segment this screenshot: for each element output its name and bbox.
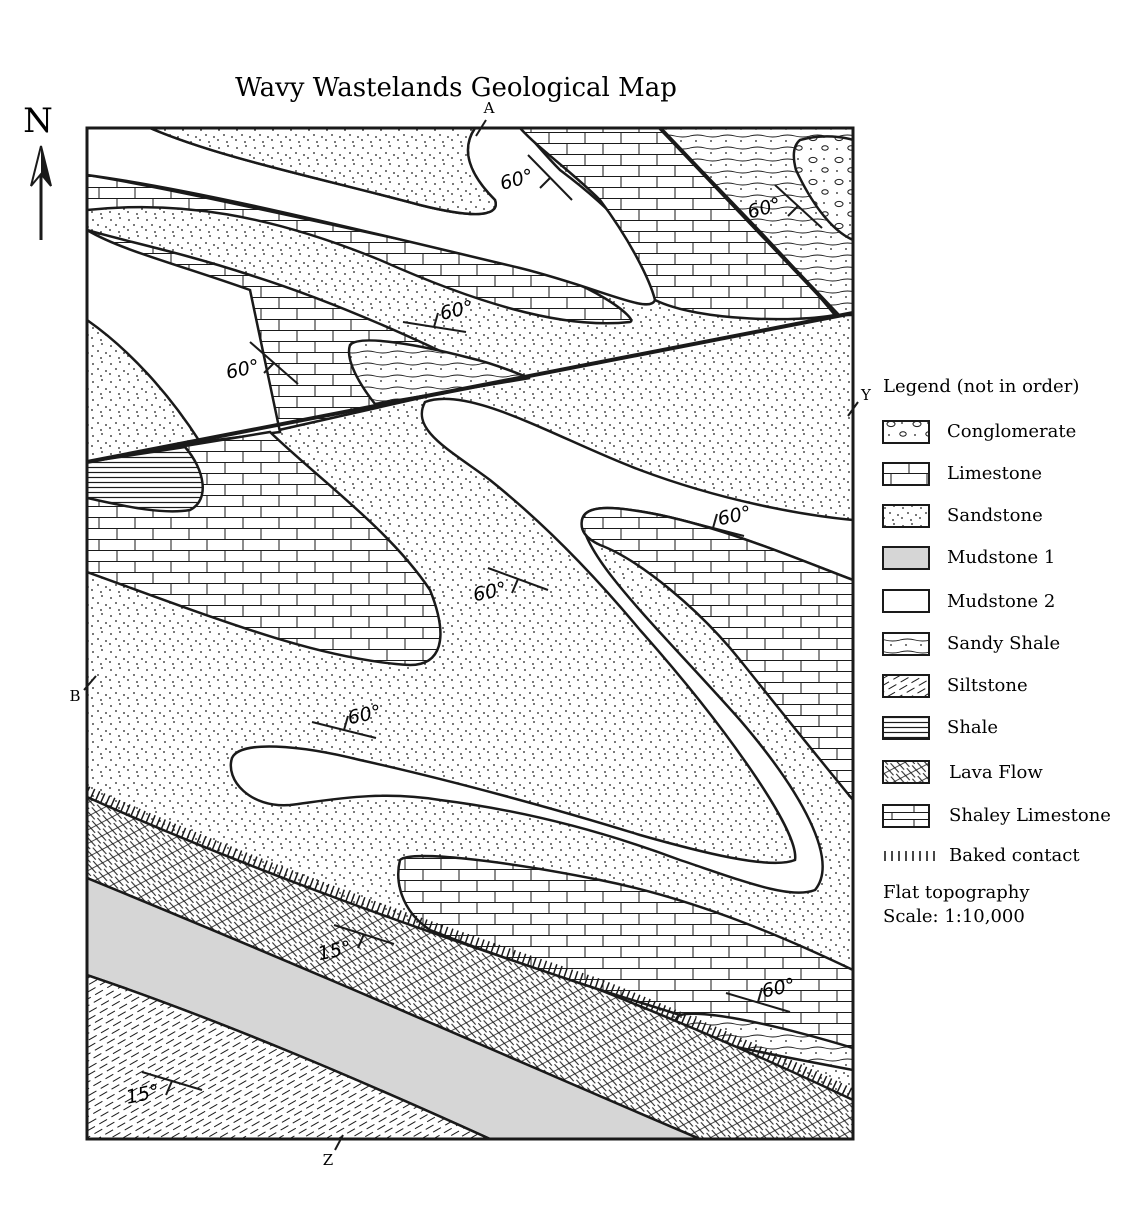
unit-siltstone xyxy=(87,973,491,1139)
legend-label: Mudstone 1 xyxy=(947,547,1055,568)
legend-swatch xyxy=(882,632,930,656)
legend-label: Baked contact xyxy=(949,845,1080,866)
unit-sandy-shale-mid xyxy=(347,339,531,406)
legend-label: Mudstone 2 xyxy=(947,591,1055,612)
unit-sandstone-north-cap xyxy=(149,128,497,216)
dip-symbol: 15° xyxy=(124,1071,203,1109)
legend-item-mudstone1: Mudstone 1 xyxy=(882,546,1055,570)
legend-item-shaley-limestone: Shaley Limestone xyxy=(882,804,1111,828)
legend-label: Sandstone xyxy=(947,505,1043,526)
legend-swatch xyxy=(882,716,930,740)
marker-b-label: B xyxy=(69,687,80,705)
dip-symbol: 60° xyxy=(471,567,549,606)
legend-label: Limestone xyxy=(947,463,1042,484)
contact-ne xyxy=(658,126,840,317)
legend-item-sandstone: Sandstone xyxy=(882,504,1043,528)
legend-title: Legend (not in order) xyxy=(883,376,1079,397)
legend-swatch xyxy=(882,589,930,613)
legend-label: Shale xyxy=(947,717,998,738)
legend-item-sandy-shale: Sandy Shale xyxy=(882,632,1060,656)
legend-swatch xyxy=(882,462,930,486)
topography-note: Flat topography xyxy=(883,882,1030,903)
scale-note: Scale: 1:10,000 xyxy=(883,906,1025,927)
legend-swatch xyxy=(882,546,930,570)
legend-item-shale: Shale xyxy=(882,716,998,740)
marker-z-label: Z xyxy=(323,1151,333,1169)
legend-item-limestone: Limestone xyxy=(882,462,1042,486)
map-title: Wavy Wastelands Geological Map xyxy=(235,73,677,103)
fault-line xyxy=(86,311,854,464)
baked-contact-ticks xyxy=(87,786,853,1099)
legend-item-conglomerate: Conglomerate xyxy=(882,420,1076,444)
map-frame xyxy=(85,126,855,1141)
unit-conglomerate-ne xyxy=(792,135,853,242)
unit-shale-west xyxy=(87,445,204,513)
legend-label: Conglomerate xyxy=(947,421,1076,442)
marker-a-label: A xyxy=(483,99,495,117)
map-body xyxy=(87,128,853,1139)
legend-swatch xyxy=(882,804,930,828)
legend-swatch xyxy=(882,420,930,444)
legend-label: Lava Flow xyxy=(949,762,1043,783)
marker-y-label: Y xyxy=(860,386,872,404)
unit-limestone-north xyxy=(87,173,633,325)
legend-swatch xyxy=(882,504,930,528)
legend-label: Shaley Limestone xyxy=(949,805,1111,826)
legend-label: Sandy Shale xyxy=(947,633,1060,654)
unit-limestone-east xyxy=(580,506,853,802)
legend-label: Siltstone xyxy=(947,675,1028,696)
legend-item-siltstone: Siltstone xyxy=(882,674,1028,698)
north-arrow: N xyxy=(23,101,53,240)
legend-item-baked-contact: Baked contact xyxy=(884,845,1080,866)
legend-swatch xyxy=(882,760,930,784)
legend-item-lava-flow: Lava Flow xyxy=(882,760,1043,784)
legend: Legend (not in order) Conglomerate Limes… xyxy=(882,376,1111,927)
north-label: N xyxy=(23,101,53,141)
legend-item-mudstone2: Mudstone 2 xyxy=(882,589,1055,613)
baked-contact-swatch xyxy=(884,851,935,861)
legend-swatch xyxy=(882,674,930,698)
cross-section-markers: A B Y Z xyxy=(69,99,872,1169)
